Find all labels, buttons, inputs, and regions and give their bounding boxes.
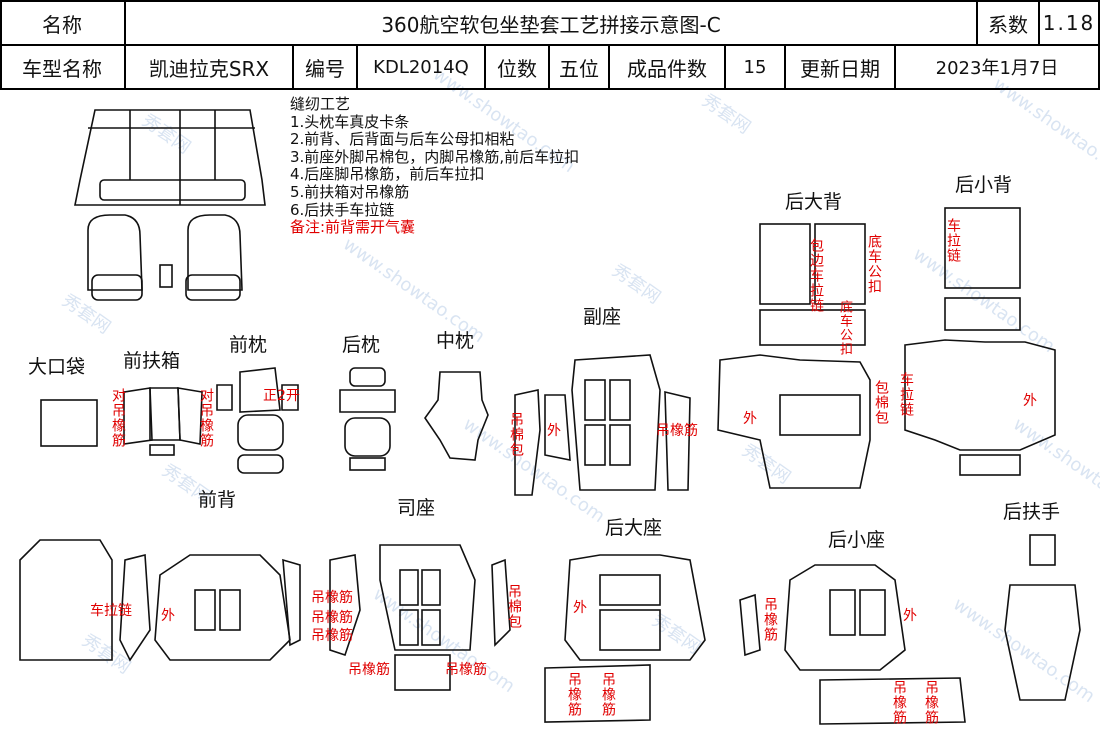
- mark-front-back-outer: 外: [161, 608, 175, 624]
- count-value: 15: [743, 56, 767, 78]
- note-item: 1.头枕车真皮卡条: [290, 112, 410, 131]
- title-rear-small-back: 后小背: [955, 174, 1013, 196]
- title-rear-big-seat: 后大座: [605, 517, 663, 539]
- mark-passenger-outer: 外: [547, 423, 561, 439]
- front-back-pieces: [19, 539, 301, 662]
- code-value: KDL2014Q: [373, 56, 469, 78]
- mark-front-back-zipper: 车拉链: [90, 603, 132, 619]
- mark-rear-big-back-snap-2: 底车公扣: [837, 300, 852, 356]
- mark-rear-big-back-snap: 底车公扣: [866, 234, 882, 294]
- mark-driver-elastic-3: 吊橡筋: [311, 628, 353, 644]
- mark-rear-big-seat-elastic-1: 吊橡筋: [566, 672, 582, 717]
- mark-rear-big-back-outer: 外: [743, 411, 757, 427]
- mark-rear-big-back-zipper: 包边车拉链: [808, 238, 824, 313]
- label-model: 车型名称: [22, 56, 102, 81]
- mark-front-armbox-left: 对吊橡筋: [110, 388, 126, 448]
- pocket-piece: [40, 399, 98, 447]
- front-seats-overview: [87, 214, 243, 301]
- passenger-seat-pieces: [514, 354, 691, 496]
- mark-front-armbox-right: 对吊橡筋: [198, 388, 214, 448]
- rear-small-back-pieces: [904, 207, 1056, 476]
- label-count: 成品件数: [627, 56, 707, 81]
- note-item: 4.后座脚吊橡筋，前后车拉扣: [290, 165, 485, 184]
- title-rear-armrest: 后扶手: [1003, 501, 1061, 523]
- mark-driver-elastic-2: 吊橡筋: [311, 610, 353, 626]
- mark-driver-elastic-5: 吊橡筋: [445, 662, 487, 678]
- header-table: 名称 360航空软包坐垫套工艺拼接示意图-C 系数 1.18 车型名称 凯迪拉克…: [0, 0, 1100, 90]
- title-driver: 司座: [397, 497, 436, 519]
- mark-passenger-cotton: 吊棉包: [508, 412, 524, 457]
- driver-seat-pieces: [329, 544, 511, 691]
- note-item: 6.后扶手车拉链: [290, 200, 395, 219]
- rear-small-seat-pieces: [739, 564, 966, 725]
- rear-pillow-pieces: [339, 367, 396, 471]
- front-pillow-pieces: [216, 367, 299, 474]
- model-value: 凯迪拉克SRX: [148, 56, 270, 81]
- doc-title: 360航空软包坐垫套工艺拼接示意图-C: [381, 12, 721, 37]
- label-code: 编号: [305, 56, 345, 81]
- label-seats: 位数: [497, 56, 537, 81]
- seats-value: 五位: [559, 56, 599, 81]
- mark-rear-small-seat-elastic: 吊橡筋: [762, 597, 778, 642]
- mid-pillow-pieces: [424, 371, 489, 461]
- mark-driver-elastic-1: 吊橡筋: [311, 590, 353, 606]
- mark-rear-small-back-zipper: 车拉链: [945, 218, 961, 263]
- rear-armrest-pieces: [1004, 534, 1081, 701]
- mark-passenger-elastic: 吊橡筋: [656, 423, 698, 439]
- mark-rear-small-seat-elastic-2: 吊橡筋: [923, 680, 939, 725]
- title-rear-pillow: 后枕: [342, 334, 381, 356]
- note-item: 3.前座外脚吊棉包，内脚吊橡筋,前后车拉扣: [290, 147, 580, 166]
- date-value: 2023年1月7日: [935, 58, 1059, 79]
- mark-front-pillow-split: 正2开: [263, 388, 300, 404]
- title-passenger: 副座: [583, 306, 622, 328]
- note-item: 2.前背、后背面与后车公母扣相粘: [290, 130, 515, 149]
- mark-driver-cotton: 吊棉包: [506, 584, 522, 629]
- label-name: 名称: [42, 12, 82, 37]
- label-coef: 系数: [988, 12, 1028, 37]
- title-rear-small-seat: 后小座: [828, 529, 886, 551]
- front-armbox-pieces: [123, 387, 203, 456]
- title-rear-big-back: 后大背: [785, 191, 843, 213]
- notes-remark: 备注:前背需开气囊: [290, 218, 416, 237]
- title-pocket: 大口袋: [28, 356, 86, 378]
- mark-rear-big-seat-outer: 外: [573, 600, 587, 616]
- title-front-back: 前背: [198, 489, 237, 511]
- label-date: 更新日期: [800, 56, 880, 81]
- rear-big-seat-pieces: [544, 554, 706, 723]
- title-mid-pillow: 中枕: [436, 330, 475, 352]
- note-item: 5.前扶箱对吊橡筋: [290, 182, 410, 201]
- mark-rear-small-back-zipper-2: 车拉链: [898, 372, 914, 417]
- title-front-pillow: 前枕: [229, 334, 268, 356]
- rear-big-back-pieces: [717, 223, 871, 489]
- mark-rear-small-seat-elastic-1: 吊橡筋: [891, 680, 907, 725]
- mark-driver-elastic-4: 吊橡筋: [348, 662, 390, 678]
- coef-value: 1.18: [1042, 11, 1096, 35]
- rear-bench-overview: [74, 109, 266, 206]
- mark-rear-small-seat-outer: 外: [903, 608, 917, 624]
- mark-rear-big-seat-elastic-2: 吊橡筋: [600, 672, 616, 717]
- mark-rear-big-back-cotton: 包棉包: [873, 380, 889, 425]
- mark-rear-small-back-outer: 外: [1023, 393, 1037, 409]
- title-front-armbox: 前扶箱: [123, 350, 181, 372]
- notes-heading: 缝纫工艺: [290, 95, 351, 113]
- sewing-notes: 缝纫工艺 1.头枕车真皮卡条 2.前背、后背面与后车公母扣相粘 3.前座外脚吊棉…: [290, 95, 580, 237]
